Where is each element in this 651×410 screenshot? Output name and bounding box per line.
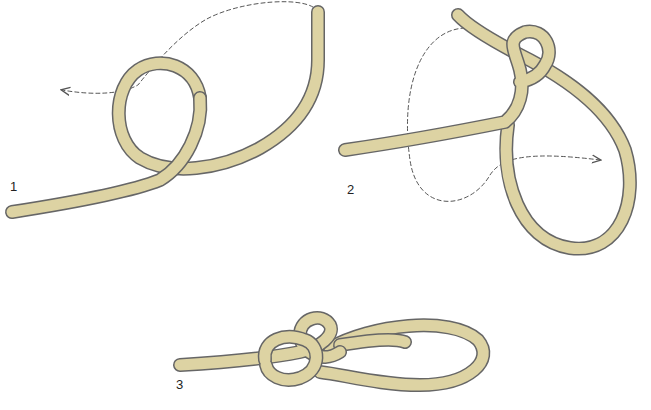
rope-2 [345,15,630,249]
rope-3 [180,318,483,385]
step-number: 3 [176,378,183,391]
step-number: 2 [347,183,354,196]
step-number: 1 [10,180,17,193]
rope-1 [12,12,318,212]
